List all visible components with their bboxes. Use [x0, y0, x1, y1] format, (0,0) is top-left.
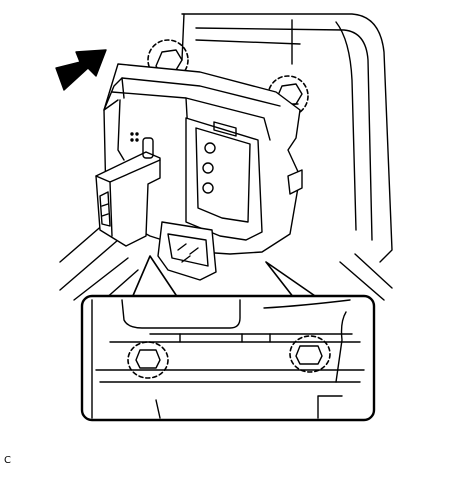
figure-code-label: C — [4, 455, 12, 466]
insert-direction-arrow-icon — [55, 49, 107, 91]
lower-socket — [157, 221, 217, 281]
front-connector — [185, 117, 263, 241]
clip-location-circle-icon — [127, 335, 331, 379]
detail-view-box — [80, 294, 376, 422]
detail-clip — [135, 345, 323, 369]
left-plug — [95, 151, 161, 247]
latch-slot — [130, 132, 154, 159]
mounting-panel — [59, 13, 393, 301]
callout-pointer — [131, 255, 319, 299]
side-latch — [287, 169, 303, 195]
